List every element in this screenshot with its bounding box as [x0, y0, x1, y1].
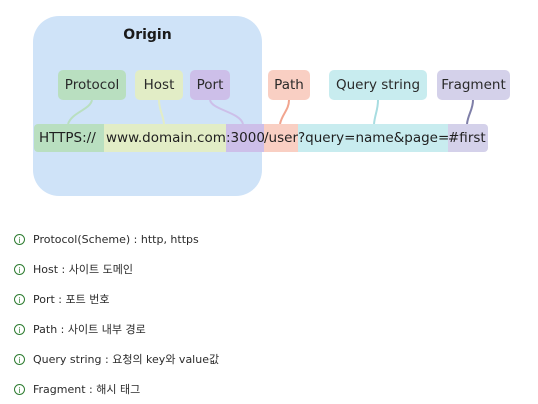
query-string-label: Query string — [329, 70, 427, 100]
notes-list: i Protocol(Scheme) : http, https i Host … — [14, 224, 534, 404]
port-label: Port — [190, 70, 230, 100]
note-item: i Fragment : 해시 태그 — [14, 374, 534, 404]
info-icon: i — [14, 293, 25, 305]
note-text: Fragment : 해시 태그 — [33, 383, 141, 396]
url-segment-fragment: #first — [448, 124, 488, 152]
path-connector — [279, 99, 290, 125]
note-text: Query string : 요청의 key와 value값 — [33, 353, 220, 366]
url-segment-port: :3000 — [226, 124, 264, 152]
note-text: Port : 포트 번호 — [33, 293, 110, 306]
url-segment-protocol: HTTPS:// — [34, 124, 104, 152]
path-label: Path — [268, 70, 310, 100]
fragment-connector — [466, 99, 474, 125]
note-text: Protocol(Scheme) : http, https — [33, 232, 199, 246]
info-icon: i — [14, 353, 25, 365]
origin-box — [33, 16, 262, 196]
info-icon: i — [14, 263, 25, 275]
note-text: Path : 사이트 내부 경로 — [33, 323, 146, 336]
note-item: i Host : 사이트 도메인 — [14, 254, 534, 284]
note-text: Host : 사이트 도메인 — [33, 263, 133, 276]
info-icon: i — [14, 383, 25, 395]
query-connector — [373, 99, 379, 125]
note-item: i Protocol(Scheme) : http, https — [14, 224, 534, 254]
url-segment-query: ?query=name&page=1 — [298, 124, 448, 152]
protocol-label: Protocol — [58, 70, 126, 100]
origin-title: Origin — [123, 27, 172, 43]
info-icon: i — [14, 323, 25, 335]
note-item: i Query string : 요청의 key와 value값 — [14, 344, 534, 374]
url-structure-diagram: Origin Protocol Host Port Path Query str… — [33, 16, 510, 196]
url-segment-path: /user — [264, 124, 298, 152]
note-item: i Path : 사이트 내부 경로 — [14, 314, 534, 344]
info-icon: i — [14, 233, 25, 245]
url-segment-host: www.domain.com — [104, 124, 226, 152]
note-item: i Port : 포트 번호 — [14, 284, 534, 314]
fragment-label: Fragment — [437, 70, 510, 100]
host-label: Host — [135, 70, 183, 100]
